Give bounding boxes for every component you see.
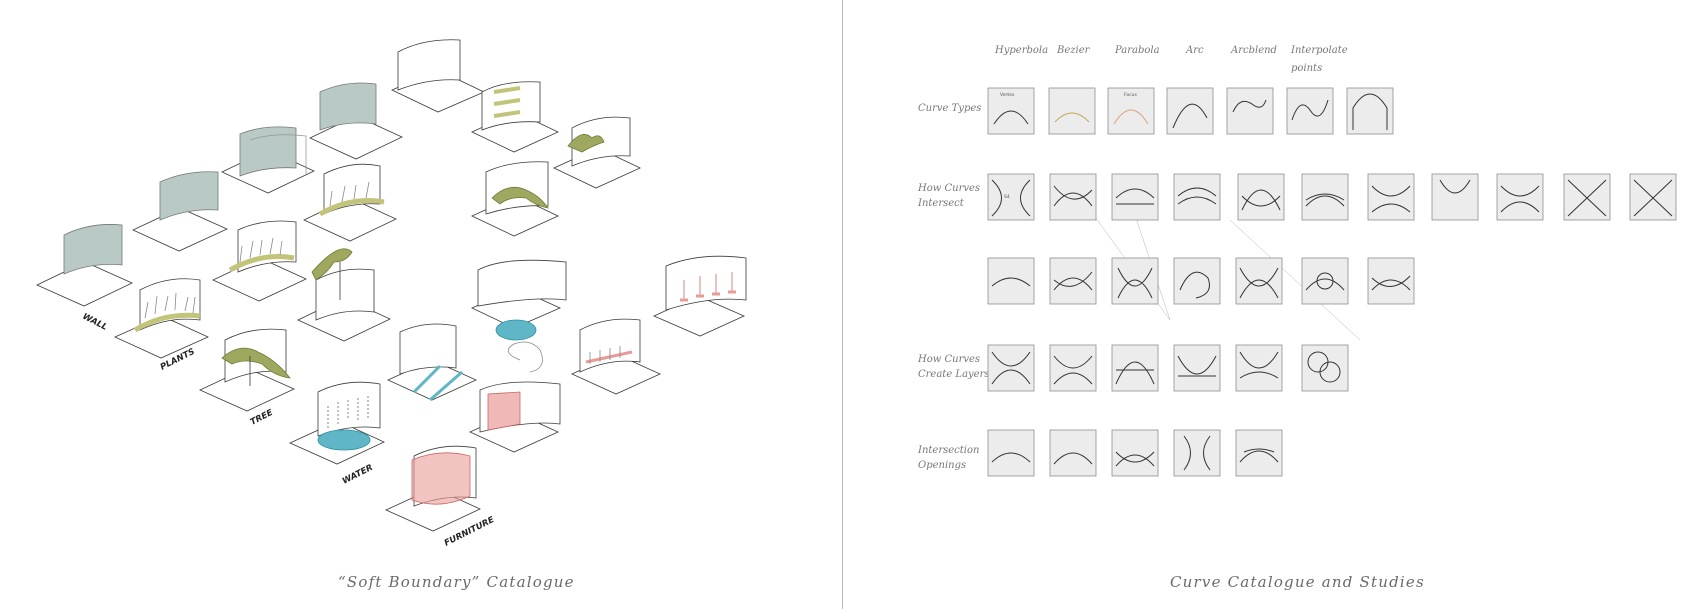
- tile-annotation-focus: Focus: [1124, 92, 1138, 98]
- tile-curve-type-arcblend: [1226, 87, 1274, 135]
- iso-module-tree: [199, 328, 295, 412]
- row-label-how-curves-create-layers: How Curves Create Layers: [918, 354, 990, 380]
- tile-intersect-b5: [1235, 257, 1283, 305]
- column-header-interpolate-points: Interpolate points: [1291, 45, 1348, 74]
- tile-opening-4: [1173, 429, 1221, 477]
- tile-layer-3: [1111, 344, 1159, 392]
- iso-module-wall-5: [391, 39, 485, 113]
- tile-layer-1: [987, 344, 1035, 392]
- curve-catalogue-caption: Curve Catalogue and Studies: [1170, 573, 1425, 591]
- tile-intersect-8: [1431, 173, 1479, 221]
- iso-module-water-3: [387, 323, 477, 402]
- iso-module-tree-3: [471, 161, 559, 237]
- iso-module-plants: [114, 278, 209, 359]
- column-header-parabola: Parabola: [1115, 45, 1160, 56]
- iso-module-tree-2: [297, 248, 391, 342]
- iso-module-plants-2: [212, 220, 307, 302]
- tile-opening-5: [1235, 429, 1283, 477]
- tile-curve-type-parabola: [1107, 87, 1155, 135]
- column-header-arc: Arc: [1186, 45, 1204, 56]
- tile-intersect-7: [1367, 173, 1415, 221]
- tile-intersect-b1: [987, 257, 1035, 305]
- iso-module-furniture-3: [571, 318, 661, 395]
- column-header-bezier: Bezier: [1057, 45, 1090, 56]
- tile-annotation-vertex: Vertex: [1000, 92, 1015, 98]
- soft-boundary-catalogue: WALL PLANTS TREE WATER FURNITURE: [36, 39, 747, 549]
- tile-opening-3: [1111, 429, 1159, 477]
- tile-intersect-2: [1049, 173, 1097, 221]
- iso-module-water-2: [471, 259, 567, 341]
- soft-boundary-caption: “Soft Boundary” Catalogue: [338, 573, 575, 591]
- tile-intersect-b4: [1173, 257, 1221, 305]
- iso-module-plants-3: [303, 163, 397, 242]
- tile-intersect-b3: [1111, 257, 1159, 305]
- iso-module-water: [289, 381, 385, 465]
- loose-curve-sketch: [507, 341, 543, 373]
- column-header-hyperbola: Hyperbola: [995, 45, 1049, 56]
- tile-curve-type-arc: [1166, 87, 1214, 135]
- tile-intersect-b6: [1301, 257, 1349, 305]
- iso-module-furniture-4: [653, 255, 747, 337]
- tile-intersect-6: [1301, 173, 1349, 221]
- tile-annotation-s4: S4: [1004, 194, 1010, 200]
- tile-intersect-3: [1111, 173, 1159, 221]
- iso-module-wall: [36, 224, 133, 307]
- tile-intersect-9: [1496, 173, 1544, 221]
- tile-layer-4: [1173, 344, 1221, 392]
- tile-curve-type-interpolate: [1286, 87, 1334, 135]
- row-label-intersection-openings: Intersection Openings: [918, 445, 980, 471]
- panel-divider: [842, 0, 843, 609]
- column-header-arcblend: Arcblend: [1231, 45, 1277, 56]
- iso-module-wall-4: [309, 82, 403, 160]
- tile-curve-type-bezier: [1048, 87, 1096, 135]
- iso-module-tree-4: [553, 116, 641, 189]
- iso-module-wall-2: [132, 171, 228, 252]
- tile-curve-type-arch: [1346, 87, 1394, 135]
- iso-module-furniture-2: [469, 381, 561, 453]
- row-label-how-curves-intersect: How Curves Intersect: [918, 183, 981, 209]
- row-label-curve-types: Curve Types: [918, 103, 982, 114]
- iso-module-plants-4: [471, 81, 559, 153]
- tile-intersect-b2: [1049, 257, 1097, 305]
- iso-module-wall-3: [221, 126, 315, 194]
- tile-intersect-5: [1237, 173, 1285, 221]
- iso-module-furniture: [385, 445, 481, 532]
- tile-layer-6: [1301, 344, 1349, 392]
